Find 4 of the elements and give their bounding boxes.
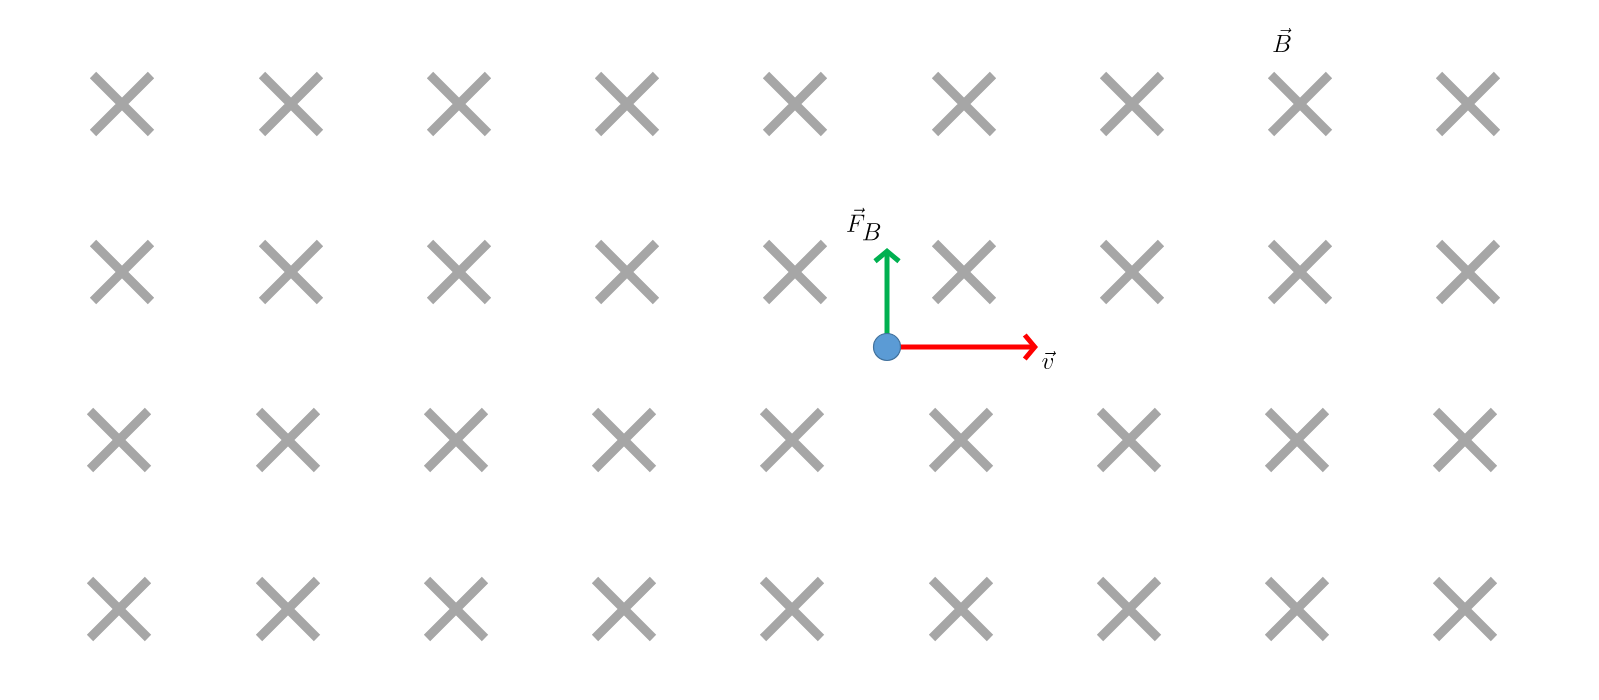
- vector-label: $\vec{F}_B$: [847, 207, 881, 241]
- vector-label: $\vec{v}$: [1042, 351, 1056, 370]
- vector-label: $\vec{B}$: [1273, 27, 1292, 52]
- particle: [872, 332, 902, 362]
